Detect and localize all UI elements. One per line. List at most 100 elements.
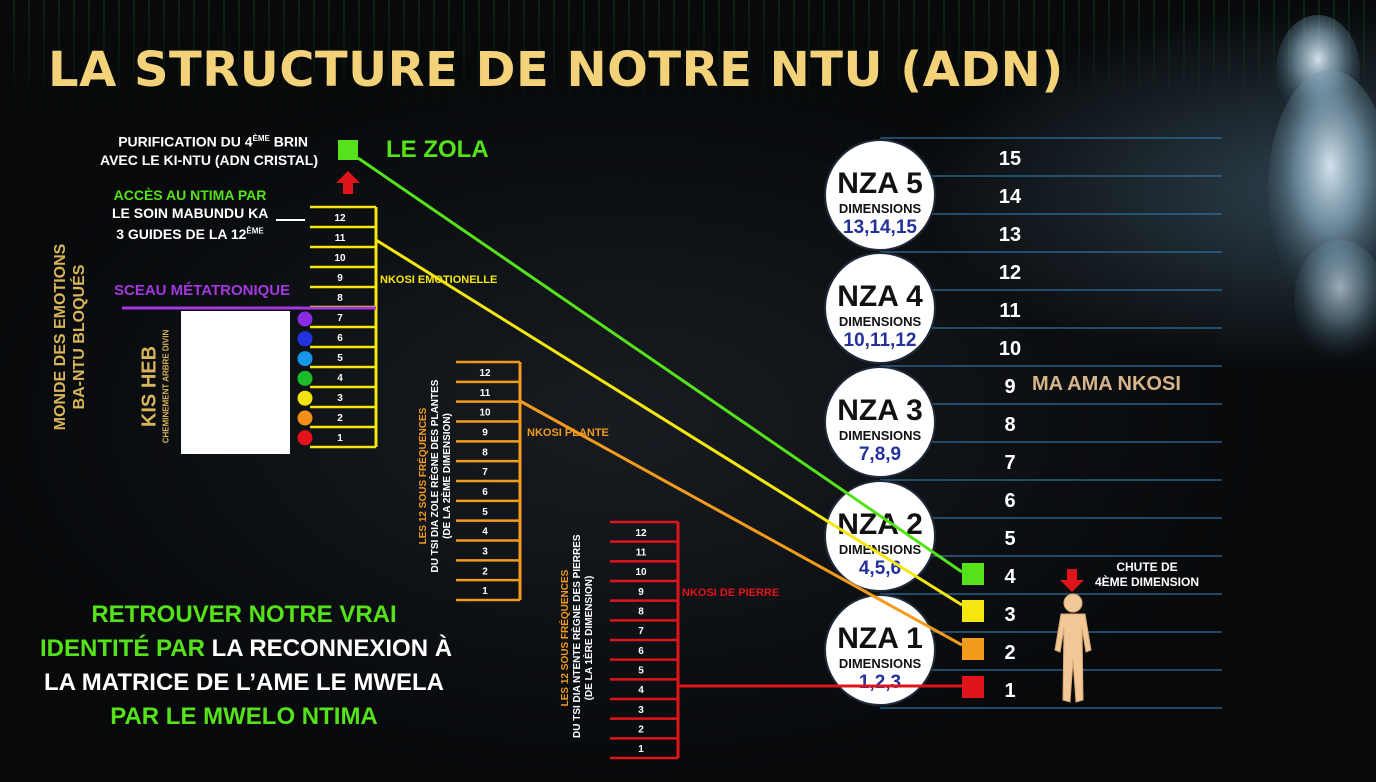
- dim1-square: [962, 676, 984, 698]
- pierre-ladder-level-6: 6: [638, 646, 644, 657]
- meditation-figure-card: [181, 311, 290, 454]
- para-line2a: IDENTITÉ PAR: [40, 635, 205, 662]
- pierre-ladder-level-4: 4: [638, 685, 644, 696]
- chakra-dot: [297, 390, 313, 406]
- yellow-connector: [375, 238, 963, 607]
- dimension-number-7: 7: [1004, 452, 1015, 474]
- dimension-number-6: 6: [1004, 490, 1015, 512]
- up-arrow-shaft: [343, 182, 353, 194]
- dim2-square: [962, 638, 984, 660]
- dim4-square: [962, 563, 984, 585]
- plante-ladder-level-12: 12: [479, 368, 491, 379]
- purification-line1: PURIFICATION DU 4: [118, 133, 253, 150]
- nza-circle: [824, 480, 936, 592]
- pierre-ladder-level-5: 5: [638, 666, 644, 677]
- nza-dims-label: DIMENSIONS: [839, 428, 922, 443]
- red-up-arrow-icon: [336, 171, 360, 183]
- nkosi-emotionelle-label: NKOSI EMOTIONELLE: [380, 274, 498, 286]
- plante-ladder-level-7: 7: [482, 467, 488, 478]
- acces-ntima-label: ACCÈS AU NTIMA PAR LE SOIN MABUNDU KA 3 …: [112, 186, 268, 243]
- nza-circle: [824, 594, 936, 706]
- dimension-number-8: 8: [1004, 414, 1015, 436]
- nza-dims-values: 13,14,15: [843, 217, 917, 238]
- nza-dims-values: 1,2,3: [859, 672, 901, 693]
- matrix-code-background: [0, 0, 1376, 110]
- pierre-ladder-level-11: 11: [636, 548, 647, 559]
- pierre-ladder-level-8: 8: [638, 607, 644, 618]
- dimension-number-1: 1: [1004, 680, 1015, 702]
- emotion-ladder-level-4: 4: [337, 373, 343, 384]
- sceau-label: SCEAU MÉTATRONIQUE: [114, 282, 291, 299]
- dimension-number-11: 11: [999, 300, 1020, 322]
- nza-dims-values: 10,11,12: [844, 330, 917, 351]
- nza-circle: [824, 252, 936, 364]
- nza-name: NZA 5: [837, 167, 923, 200]
- emotion-ladder-level-3: 3: [337, 393, 343, 404]
- ma-ama-nkosi-label: MA AMA NKOSI: [1032, 373, 1181, 395]
- plante-ladder-level-5: 5: [482, 507, 488, 518]
- purification-line2: AVEC LE KI-NTU (ADN CRISTAL): [100, 151, 319, 168]
- chakra-dot: [297, 430, 313, 446]
- emotion-ladder-level-12: 12: [334, 213, 346, 224]
- nza-dims-label: DIMENSIONS: [839, 656, 922, 671]
- purification-sup: ÈME: [252, 134, 270, 143]
- emotion-ladder-level-2: 2: [337, 413, 343, 424]
- nza-name: NZA 3: [837, 394, 923, 427]
- plante-ladder-level-4: 4: [482, 527, 488, 538]
- nkosi-pierre-label: NKOSI DE PIERRE: [682, 587, 780, 599]
- dimension-number-14: 14: [999, 186, 1022, 208]
- emotion-ladder-level-7: 7: [337, 313, 343, 324]
- emotion-ladder-level-10: 10: [334, 253, 346, 264]
- nza-dims-label: DIMENSIONS: [839, 314, 922, 329]
- pierre-ladder-level-10: 10: [635, 567, 647, 578]
- para-line4: PAR LE MWELO NTIMA: [110, 703, 378, 730]
- chute-line2: 4ÈME DIMENSION: [1094, 575, 1199, 589]
- emotion-ladder-level-11: 11: [335, 233, 346, 244]
- pierre-ladder-level-1: 1: [638, 744, 644, 755]
- nza-name: NZA 1: [837, 622, 923, 655]
- nza-dims-label: DIMENSIONS: [839, 542, 922, 557]
- pierre-ladder-level-12: 12: [635, 528, 647, 539]
- plante-ladder-level-3: 3: [482, 546, 488, 557]
- chakra-dot: [297, 351, 313, 367]
- dimension-number-10: 10: [999, 338, 1021, 360]
- chakra-dot: [297, 331, 313, 347]
- purification-label: PURIFICATION DU 4ÈME BRIN AVEC LE KI-NTU…: [100, 130, 318, 169]
- dimension-number-5: 5: [1004, 528, 1015, 550]
- green-connector: [357, 156, 963, 574]
- chakra-dot: [297, 410, 313, 426]
- pierre-ladder-level-3: 3: [638, 705, 644, 716]
- dimension-number-15: 15: [999, 148, 1021, 170]
- chakra-dot: [297, 311, 313, 327]
- emotion-ladder-level-5: 5: [337, 353, 343, 364]
- acces-sup: ÈME: [246, 226, 264, 235]
- emotion-ladder-level-1: 1: [337, 433, 343, 444]
- zola-square: [338, 140, 358, 160]
- dim3-square: [962, 600, 984, 622]
- nza-dims-label: DIMENSIONS: [839, 201, 922, 216]
- plante-ladder-level-10: 10: [479, 408, 491, 419]
- dimension-number-13: 13: [999, 224, 1021, 246]
- para-line3: LA MATRICE DE L’AME LE MWELA: [44, 669, 444, 696]
- nza-dims-values: 7,8,9: [859, 444, 901, 465]
- chakra-dot: [297, 370, 313, 386]
- dimension-number-2: 2: [1004, 642, 1015, 664]
- plante-ladder-level-11: 11: [480, 388, 491, 399]
- red-down-arrow-icon: [1060, 569, 1084, 592]
- dimension-number-3: 3: [1004, 604, 1015, 626]
- page-title: LA STRUCTURE DE NOTRE NTU (ADN): [48, 42, 1064, 98]
- nza-circle: [824, 139, 936, 251]
- dimension-number-4: 4: [1004, 566, 1016, 588]
- orange-connector: [519, 399, 963, 647]
- plante-ladder-level-6: 6: [482, 487, 488, 498]
- dimension-number-9: 9: [1004, 376, 1015, 398]
- pierre-ladder-level-9: 9: [638, 587, 644, 598]
- acces-line1: ACCÈS AU NTIMA PAR: [113, 187, 267, 203]
- plante-ladder-level-9: 9: [482, 427, 488, 438]
- nza-circle: [824, 366, 936, 478]
- chute-label: CHUTE DE 4ÈME DIMENSION: [1082, 560, 1212, 590]
